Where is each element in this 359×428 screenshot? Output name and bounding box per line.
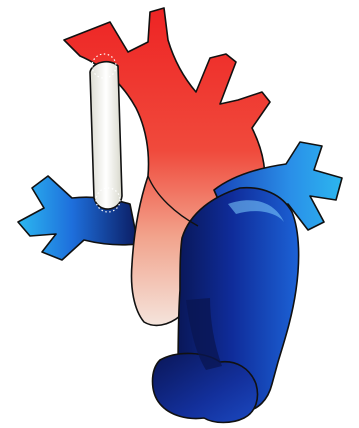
shunt-tube: [90, 62, 122, 209]
